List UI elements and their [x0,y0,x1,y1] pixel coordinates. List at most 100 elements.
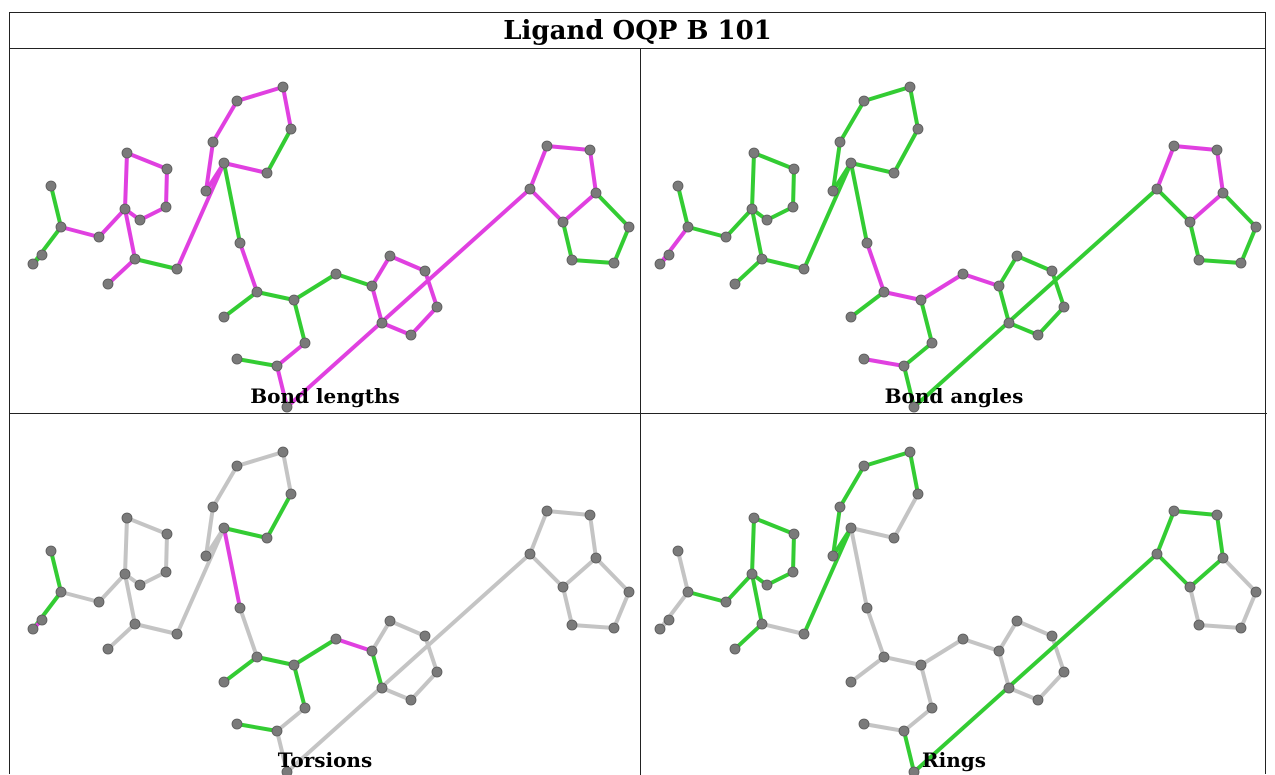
atom [524,548,536,560]
atom [845,522,857,534]
bond [292,663,307,710]
bond [528,144,549,191]
bond [961,272,1001,288]
bond [1239,590,1258,630]
atom [654,623,666,635]
bond [831,161,853,193]
bond [222,290,259,319]
atom [330,268,342,280]
bond [334,272,374,288]
bond [1215,148,1225,195]
bond [1188,556,1225,589]
figure-title: Ligand OQP B 101 [10,13,1265,49]
bond [97,207,127,239]
atom [277,446,289,458]
atom [720,596,732,608]
bond [1036,305,1066,337]
bond [752,151,796,171]
atom [787,201,799,213]
atom [798,628,810,640]
bond [1036,670,1066,702]
atom [299,337,311,349]
bond [545,509,592,517]
bond [676,184,690,229]
atom [251,651,263,663]
bond [370,619,392,653]
bond [423,269,439,309]
bond [1188,191,1225,224]
bond [750,516,756,576]
atom [27,623,39,635]
bond [902,341,934,368]
atom [299,702,311,714]
atom [218,676,230,688]
atom [1032,329,1044,341]
bond [892,492,920,540]
bond [902,364,916,409]
atom [608,257,620,269]
atom [756,618,768,630]
atom [908,401,920,413]
atom [845,676,857,688]
bond [164,167,169,209]
atom [1184,216,1196,228]
bond [1221,556,1258,594]
bond [1188,585,1201,627]
bond [849,526,869,610]
atom [858,718,870,730]
atom [251,286,263,298]
bond [123,572,137,626]
atom [93,596,105,608]
atom [1211,144,1223,156]
atom [36,614,48,626]
atom [1058,301,1070,313]
bond [831,505,842,558]
atom [55,586,67,598]
atom [729,643,741,655]
bond [612,590,631,630]
atom [788,528,800,540]
bond [281,450,293,496]
atom [285,123,297,135]
bond [838,99,866,144]
bond [49,184,63,229]
atom [798,263,810,275]
atom [1235,622,1247,634]
atom [45,180,57,192]
bond [919,637,965,667]
atom [419,265,431,277]
atom [993,280,1005,292]
bond [1155,187,1192,224]
atom [541,505,553,517]
bond [275,706,307,733]
atom [261,167,273,179]
atom [654,258,666,270]
atom [234,602,246,614]
atom [55,221,67,233]
bond [222,526,242,610]
atom [160,566,172,578]
atom [761,214,773,226]
bond [275,341,307,368]
bond [1215,513,1225,560]
bond [238,606,259,659]
bond [865,241,886,294]
atom [1193,619,1205,631]
bond [919,663,934,710]
bond [222,161,242,245]
atom [366,645,378,657]
column-divider [640,49,641,775]
atom [858,460,870,472]
atom [1184,581,1196,593]
bond [265,127,293,175]
atom [1151,548,1163,560]
atom [720,231,732,243]
bond [561,191,598,224]
bond [760,622,806,636]
atom [957,633,969,645]
atom [957,268,969,280]
atom [787,566,799,578]
bond [388,619,427,638]
molecule-bond-angles [654,81,1262,413]
bond [594,191,631,229]
